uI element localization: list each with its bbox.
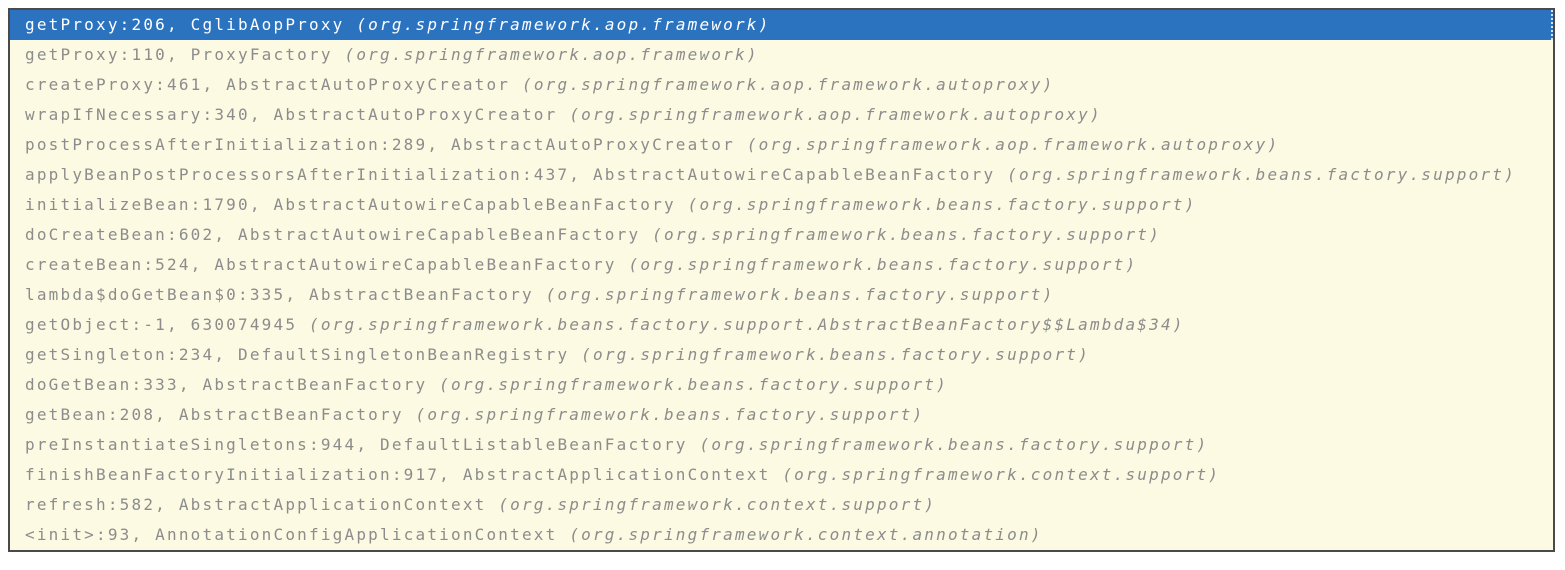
frame-package: (org.springframework.aop.framework.autop… — [569, 105, 1102, 124]
debugger-frames-panel: getProxy:206, CglibAopProxy (org.springf… — [8, 8, 1555, 552]
frame-package: (org.springframework.beans.factory.suppo… — [415, 405, 925, 424]
frame-location: getObject:-1, 630074945 — [25, 315, 309, 334]
frame-package: (org.springframework.context.annotation) — [569, 525, 1043, 544]
frame-package: (org.springframework.beans.factory.suppo… — [687, 195, 1197, 214]
frame-package: (org.springframework.aop.framework.autop… — [521, 75, 1055, 94]
stack-frame-row[interactable]: getSingleton:234, DefaultSingletonBeanRe… — [10, 340, 1553, 370]
stack-frame-row[interactable]: lambda$doGetBean$0:335, AbstractBeanFact… — [10, 280, 1553, 310]
frame-location: preInstantiateSingletons:944, DefaultLis… — [25, 435, 700, 454]
frame-package: (org.springframework.beans.factory.suppo… — [1007, 165, 1516, 184]
frame-location: createProxy:461, AbstractAutoProxyCreato… — [25, 75, 522, 94]
frame-package: (org.springframework.beans.factory.suppo… — [545, 285, 1055, 304]
frame-package: (org.springframework.beans.factory.suppo… — [309, 315, 1185, 334]
frame-location: initializeBean:1790, AbstractAutowireCap… — [25, 195, 688, 214]
frame-package: (org.springframework.context.support) — [782, 465, 1221, 484]
stack-frame-row[interactable]: getObject:-1, 630074945 (org.springframe… — [10, 310, 1553, 340]
stack-frames-list: getProxy:206, CglibAopProxy (org.springf… — [10, 10, 1553, 550]
frame-location: lambda$doGetBean$0:335, AbstractBeanFact… — [25, 285, 546, 304]
stack-frame-row[interactable]: createBean:524, AbstractAutowireCapableB… — [10, 250, 1553, 280]
stack-frame-row[interactable]: createProxy:461, AbstractAutoProxyCreato… — [10, 70, 1553, 100]
frame-location: doGetBean:333, AbstractBeanFactory — [25, 375, 440, 394]
stack-frame-row[interactable]: doCreateBean:602, AbstractAutowireCapabl… — [10, 220, 1553, 250]
stack-frame-row[interactable]: preInstantiateSingletons:944, DefaultLis… — [10, 430, 1553, 460]
frame-package: (org.springframework.beans.factory.suppo… — [581, 345, 1090, 364]
frame-location: getProxy:110, ProxyFactory — [25, 45, 345, 64]
frame-location: postProcessAfterInitialization:289, Abst… — [25, 135, 747, 154]
frame-location: getProxy:206, CglibAopProxy — [25, 15, 357, 34]
frame-location: <init>:93, AnnotationConfigApplicationCo… — [25, 525, 570, 544]
frame-package: (org.springframework.beans.factory.suppo… — [652, 225, 1161, 244]
frame-package: (org.springframework.aop.framework) — [356, 15, 771, 34]
frame-package: (org.springframework.aop.framework.autop… — [746, 135, 1280, 154]
stack-frame-row[interactable]: <init>:93, AnnotationConfigApplicationCo… — [10, 520, 1553, 550]
stack-frame-row[interactable]: doGetBean:333, AbstractBeanFactory (org.… — [10, 370, 1553, 400]
frame-location: doCreateBean:602, AbstractAutowireCapabl… — [25, 225, 653, 244]
stack-frame-row[interactable]: applyBeanPostProcessorsAfterInitializati… — [10, 160, 1553, 190]
stack-frame-row[interactable]: getProxy:206, CglibAopProxy (org.springf… — [10, 10, 1553, 40]
frame-location: wrapIfNecessary:340, AbstractAutoProxyCr… — [25, 105, 570, 124]
frame-package: (org.springframework.context.support) — [498, 495, 937, 514]
frame-package: (org.springframework.beans.factory.suppo… — [439, 375, 948, 394]
frame-package: (org.springframework.beans.factory.suppo… — [699, 435, 1209, 454]
frame-location: applyBeanPostProcessorsAfterInitializati… — [25, 165, 1008, 184]
stack-frame-row[interactable]: refresh:582, AbstractApplicationContext … — [10, 490, 1553, 520]
frame-location: getSingleton:234, DefaultSingletonBeanRe… — [25, 345, 582, 364]
frame-location: refresh:582, AbstractApplicationContext — [25, 495, 499, 514]
frame-location: getBean:208, AbstractBeanFactory — [25, 405, 416, 424]
frame-location: createBean:524, AbstractAutowireCapableB… — [25, 255, 629, 274]
stack-frame-row[interactable]: wrapIfNecessary:340, AbstractAutoProxyCr… — [10, 100, 1553, 130]
stack-frame-row[interactable]: finishBeanFactoryInitialization:917, Abs… — [10, 460, 1553, 490]
frame-location: finishBeanFactoryInitialization:917, Abs… — [25, 465, 783, 484]
stack-frame-row[interactable]: getProxy:110, ProxyFactory (org.springfr… — [10, 40, 1553, 70]
stack-frame-row[interactable]: initializeBean:1790, AbstractAutowireCap… — [10, 190, 1553, 220]
frame-package: (org.springframework.aop.framework) — [344, 45, 759, 64]
stack-frame-row[interactable]: postProcessAfterInitialization:289, Abst… — [10, 130, 1553, 160]
stack-frame-row[interactable]: getBean:208, AbstractBeanFactory (org.sp… — [10, 400, 1553, 430]
frame-package: (org.springframework.beans.factory.suppo… — [628, 255, 1138, 274]
